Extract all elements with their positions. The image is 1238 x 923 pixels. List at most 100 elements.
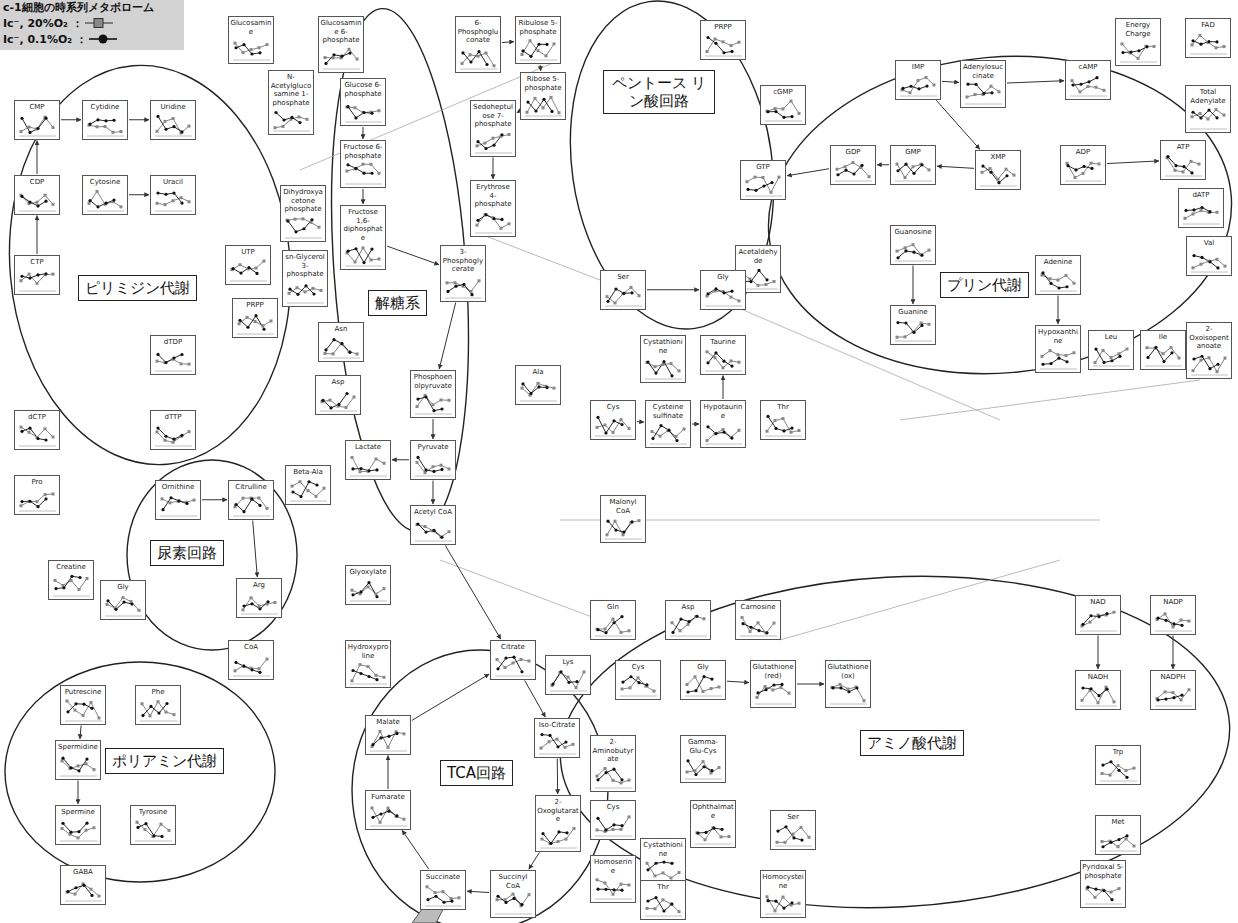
reaction-arrow — [692, 424, 699, 425]
time-course-chart — [517, 377, 559, 403]
time-course-chart — [412, 390, 454, 416]
node-text: Phe — [137, 688, 179, 697]
metabolite-box: Ribulose 5-phosphate — [515, 16, 561, 64]
legend-title: c-1細胞の時系列メタボローム — [3, 1, 181, 15]
time-course-chart — [1117, 38, 1159, 64]
time-course-chart — [702, 32, 744, 58]
time-course-chart — [682, 672, 724, 698]
metabolite-box: PRPP — [232, 298, 278, 338]
node-text: Ribulose 5-phosphate — [517, 19, 559, 36]
time-course-chart — [892, 157, 934, 183]
metabolite-box: ADP — [1060, 145, 1106, 185]
node-text: 2-Aminobutyrate — [592, 738, 634, 764]
metabolite-box: Pro — [14, 475, 60, 515]
reaction-arrow — [797, 684, 824, 685]
time-course-chart — [1062, 157, 1104, 183]
metabolite-box: Cytosine — [82, 175, 128, 215]
metabolite-box: FAD — [1185, 18, 1231, 58]
reaction-arrow — [402, 830, 429, 869]
metabolite-box: GMP — [890, 145, 936, 185]
node-text: Pyridoxal 5-phosphate — [1082, 863, 1124, 880]
metabolite-box: Lactate — [345, 440, 391, 480]
region-label: TCA回路 — [440, 760, 513, 786]
metabolite-box: Guanosine — [890, 225, 936, 265]
pathway-line — [300, 60, 1200, 640]
reaction-arrow — [253, 520, 258, 577]
metabolite-box: XMP — [975, 150, 1021, 190]
node-text: Iso-Citrate — [536, 721, 578, 730]
reaction-arrow — [439, 302, 456, 369]
reaction-arrow — [727, 681, 749, 682]
time-course-chart — [62, 697, 104, 723]
node-text: NADH — [1077, 673, 1119, 682]
node-text: Spermidine — [57, 743, 99, 752]
time-course-chart — [342, 160, 384, 186]
time-course-chart — [320, 45, 362, 71]
reaction-arrow — [467, 891, 489, 892]
time-course-chart — [547, 667, 589, 693]
metabolite-box: Glyoxylate — [345, 565, 391, 605]
reaction-arrow — [913, 266, 914, 305]
metabolite-box: 2-Oxoisopentanoate — [1186, 322, 1232, 379]
node-text: Citrate — [492, 643, 534, 652]
node-text: GMP — [892, 148, 934, 157]
metabolite-box: Ophthalmate — [690, 800, 736, 848]
time-course-chart — [1187, 30, 1229, 56]
time-course-chart — [592, 612, 634, 638]
time-course-chart — [342, 242, 384, 268]
node-text: Guanosine — [892, 228, 934, 237]
metabolite-box: Sedoheptulose 7-phosphate — [470, 100, 516, 157]
metabolite-box: Citrulline — [228, 480, 274, 520]
node-text: GTP — [742, 163, 784, 172]
node-text: GABA — [62, 868, 104, 877]
reaction-arrow — [388, 756, 389, 790]
metabolite-box: Acetyl CoA — [410, 505, 456, 545]
time-course-chart — [592, 875, 634, 901]
node-text: ADP — [1062, 148, 1104, 157]
time-course-chart — [592, 812, 634, 838]
metabolite-box: ATP — [1160, 140, 1206, 180]
node-text: 6-Phosphogluconate — [457, 19, 499, 45]
node-text: Lys — [547, 658, 589, 667]
node-text: NADP — [1152, 598, 1194, 607]
node-text: Total Adenylate — [1187, 88, 1229, 105]
time-course-chart — [282, 214, 324, 240]
metabolite-box: Energy Charge — [1115, 18, 1161, 66]
metabolite-box: Beta-Ala — [285, 465, 331, 505]
node-text: Glucosamine — [230, 19, 272, 36]
metabolite-box: Malate — [365, 715, 411, 755]
node-text: Hydroxyproline — [347, 643, 389, 660]
time-course-chart — [617, 672, 659, 698]
node-text: PRPP — [702, 23, 744, 32]
metabolite-box: UTP — [225, 245, 271, 285]
node-text: ピリミジン代謝 — [85, 279, 190, 297]
metabolite-box: GABA — [60, 865, 106, 905]
time-course-chart — [284, 279, 326, 305]
node-text: 解糖系 — [375, 294, 420, 312]
metabolite-box: dTTP — [150, 410, 196, 450]
metabolite-box: cGMP — [760, 85, 806, 125]
metabolite-box: Dihydroxyacetone phosphate — [280, 185, 326, 242]
time-course-chart — [442, 274, 484, 300]
metabolite-box: Succinate — [420, 870, 466, 910]
time-course-chart — [647, 420, 689, 446]
metabolite-box: Spermidine — [55, 740, 101, 780]
region-ellipse — [0, 54, 307, 477]
node-text: Ophthalmate — [692, 803, 734, 820]
time-course-chart — [762, 890, 804, 916]
metabolite-box: Pyruvate — [410, 440, 456, 480]
metabolite-box: Thr — [760, 400, 806, 440]
node-text: Adenylosuccinate — [962, 63, 1004, 80]
metabolite-box: Lys — [545, 655, 591, 695]
time-course-chart — [602, 282, 644, 308]
time-course-chart — [536, 730, 578, 756]
reaction-arrow — [433, 481, 434, 505]
node-text: Sedoheptulose 7-phosphate — [472, 103, 514, 129]
reaction-arrow — [445, 545, 501, 639]
time-course-chart — [642, 355, 684, 381]
reaction-arrow — [557, 759, 558, 795]
node-text: ペントース リン酸回路 — [610, 74, 708, 110]
node-text: Spermine — [57, 808, 99, 817]
metabolite-box: Gly — [680, 660, 726, 700]
node-text: 2-Oxoisopentanoate — [1188, 325, 1230, 351]
